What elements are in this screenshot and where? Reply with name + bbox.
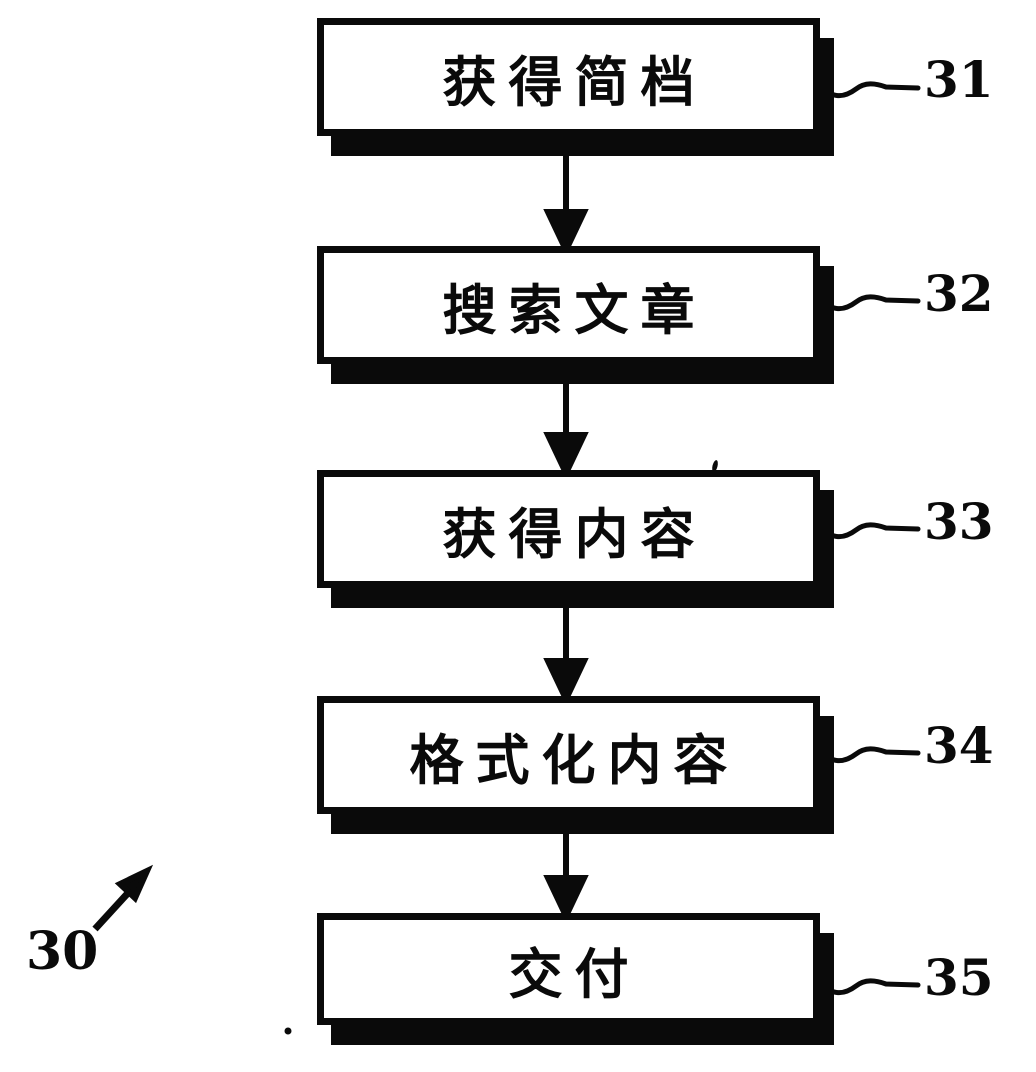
ink-speck-dot [284, 1027, 292, 1035]
flow-step-deliver: 交付 [317, 913, 820, 1025]
ref-connector-31 [819, 81, 921, 99]
flow-step-obtain-content-label: 获得内容 [442, 502, 707, 566]
down-arrow-4 [543, 833, 589, 924]
ref-connector-32 [819, 294, 921, 312]
flow-step-search-articles: 搜索文章 [317, 246, 820, 364]
figure-reference-number: 30 [26, 921, 99, 982]
down-arrow-2 [543, 383, 589, 481]
ref-number-31: 31 [924, 50, 994, 109]
flow-step-deliver-label: 交付 [508, 942, 641, 1006]
ref-connector-34 [819, 746, 921, 764]
down-arrow-1 [543, 155, 589, 258]
flow-step-format-content-label: 格式化内容 [409, 728, 740, 792]
ref-connector-33 [819, 522, 921, 540]
ref-number-35: 35 [924, 948, 994, 1007]
ref-number-32: 32 [924, 264, 994, 323]
flow-step-search-articles-label: 搜索文章 [442, 278, 707, 342]
flow-step-obtain-profile: 获得简档 [317, 18, 820, 136]
flow-step-obtain-profile-label: 获得简档 [442, 50, 707, 114]
ref-number-34: 34 [924, 716, 994, 775]
figure-reference-arrow [92, 864, 154, 932]
ref-connector-35 [819, 978, 921, 996]
ref-number-33: 33 [924, 492, 994, 551]
flow-step-format-content: 格式化内容 [317, 696, 820, 814]
down-arrow-3 [543, 607, 589, 707]
flow-step-obtain-content: 获得内容 [317, 470, 820, 588]
